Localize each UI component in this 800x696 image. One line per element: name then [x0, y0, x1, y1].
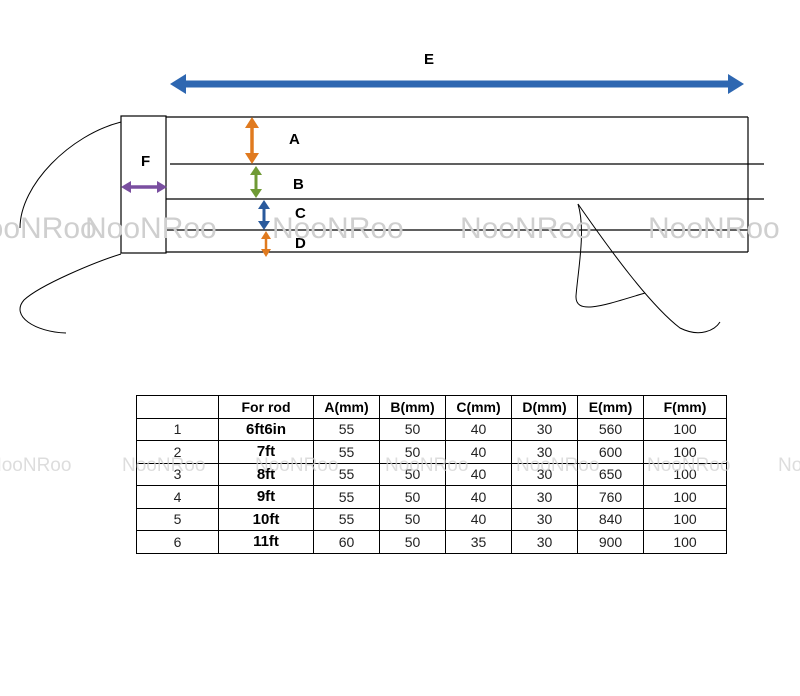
table-cell: 40 [445, 462, 512, 486]
table-cell: 100 [643, 507, 727, 531]
table-cell: 40 [445, 507, 512, 531]
table-row: 5 10ft 55 50 40 30 840 100 [136, 507, 727, 531]
svg-text:NooNRoo: NooNRoo [0, 455, 71, 476]
dimension-a-label: A [289, 131, 300, 148]
table-cell: 10ft [218, 507, 314, 531]
table-row: 1 6ft6in 55 50 40 30 560 100 [136, 417, 727, 441]
table-cell: 3 [136, 462, 219, 486]
table-cell: 50 [379, 530, 446, 554]
table-cell: 900 [577, 530, 644, 554]
table-cell: 650 [577, 462, 644, 486]
table-cell: 55 [313, 485, 380, 509]
svg-text:NooNRoo: NooNRoo [85, 212, 217, 245]
table-cell: 100 [643, 485, 727, 509]
table-cell: 40 [445, 440, 512, 464]
table-cell: 50 [379, 417, 446, 441]
dimension-c-label: C [295, 205, 306, 222]
svg-text:NooNRoo: NooNRoo [0, 212, 97, 245]
watermark-row-top: NooNRoo NooNRoo NooNRoo NooNRoo NooNRoo [0, 212, 780, 245]
table-cell: 55 [313, 462, 380, 486]
table-cell: 6 [136, 530, 219, 554]
svg-text:NooNRoo: NooNRoo [460, 212, 592, 245]
table-row: 6 11ft 60 50 35 30 900 100 [136, 530, 727, 554]
table-cell: 35 [445, 530, 512, 554]
dimension-f-label: F [141, 153, 150, 170]
header-a: A(mm) [313, 395, 380, 419]
table-cell: 840 [577, 507, 644, 531]
table-header-row: For rod A(mm) B(mm) C(mm) D(mm) E(mm) F(… [136, 395, 727, 419]
table-cell: 6ft6in [218, 417, 314, 441]
table-cell: 55 [313, 507, 380, 531]
dimension-b-arrow [250, 166, 262, 198]
dimensions-table-container: For rod A(mm) B(mm) C(mm) D(mm) E(mm) F(… [136, 395, 727, 554]
table-cell: 2 [136, 440, 219, 464]
table-row: 2 7ft 55 50 40 30 600 100 [136, 440, 727, 464]
dimension-b-label: B [293, 176, 304, 193]
table-row: 4 9ft 55 50 40 30 760 100 [136, 485, 727, 509]
header-e: E(mm) [577, 395, 644, 419]
dimension-d-label: D [295, 235, 306, 252]
table-cell: 50 [379, 440, 446, 464]
dimension-c-arrow [258, 200, 270, 230]
table-cell: 11ft [218, 530, 314, 554]
table-cell: 100 [643, 417, 727, 441]
table-cell: 30 [511, 530, 578, 554]
table-cell: 760 [577, 485, 644, 509]
table-cell: 50 [379, 507, 446, 531]
dimensions-table: For rod A(mm) B(mm) C(mm) D(mm) E(mm) F(… [136, 395, 727, 554]
header-index [136, 395, 219, 419]
table-cell: 8ft [218, 462, 314, 486]
svg-text:NooNRoo: NooNRoo [648, 212, 780, 245]
dimension-e-arrow [170, 74, 744, 94]
table-cell: 7ft [218, 440, 314, 464]
table-cell: 5 [136, 507, 219, 531]
svg-text:NooNRoo: NooNRoo [778, 455, 800, 476]
table-cell: 100 [643, 440, 727, 464]
table-cell: 100 [643, 462, 727, 486]
dimension-e-label: E [424, 51, 434, 68]
table-cell: 55 [313, 440, 380, 464]
table-cell: 50 [379, 462, 446, 486]
table-cell: 1 [136, 417, 219, 441]
table-cell: 30 [511, 462, 578, 486]
svg-text:NooNRoo: NooNRoo [272, 212, 404, 245]
table-cell: 50 [379, 485, 446, 509]
header-b: B(mm) [379, 395, 446, 419]
header-c: C(mm) [445, 395, 512, 419]
table-cell: 30 [511, 507, 578, 531]
dimension-a-arrow [245, 117, 259, 164]
dimension-f-arrow [121, 181, 167, 193]
table-cell: 40 [445, 485, 512, 509]
table-cell: 100 [643, 530, 727, 554]
dimension-d-arrow [261, 231, 271, 257]
table-cell: 40 [445, 417, 512, 441]
table-cell: 560 [577, 417, 644, 441]
table-cell: 600 [577, 440, 644, 464]
header-f: F(mm) [643, 395, 727, 419]
header-d: D(mm) [511, 395, 578, 419]
header-for-rod: For rod [218, 395, 314, 419]
table-cell: 30 [511, 417, 578, 441]
table-cell: 30 [511, 440, 578, 464]
rod-sleeve-diagram: E F A B C D [0, 51, 780, 334]
table-cell: 4 [136, 485, 219, 509]
table-cell: 30 [511, 485, 578, 509]
table-cell: 9ft [218, 485, 314, 509]
table-row: 3 8ft 55 50 40 30 650 100 [136, 462, 727, 486]
fabric-curves [19, 121, 721, 334]
table-cell: 55 [313, 417, 380, 441]
table-cell: 60 [313, 530, 380, 554]
